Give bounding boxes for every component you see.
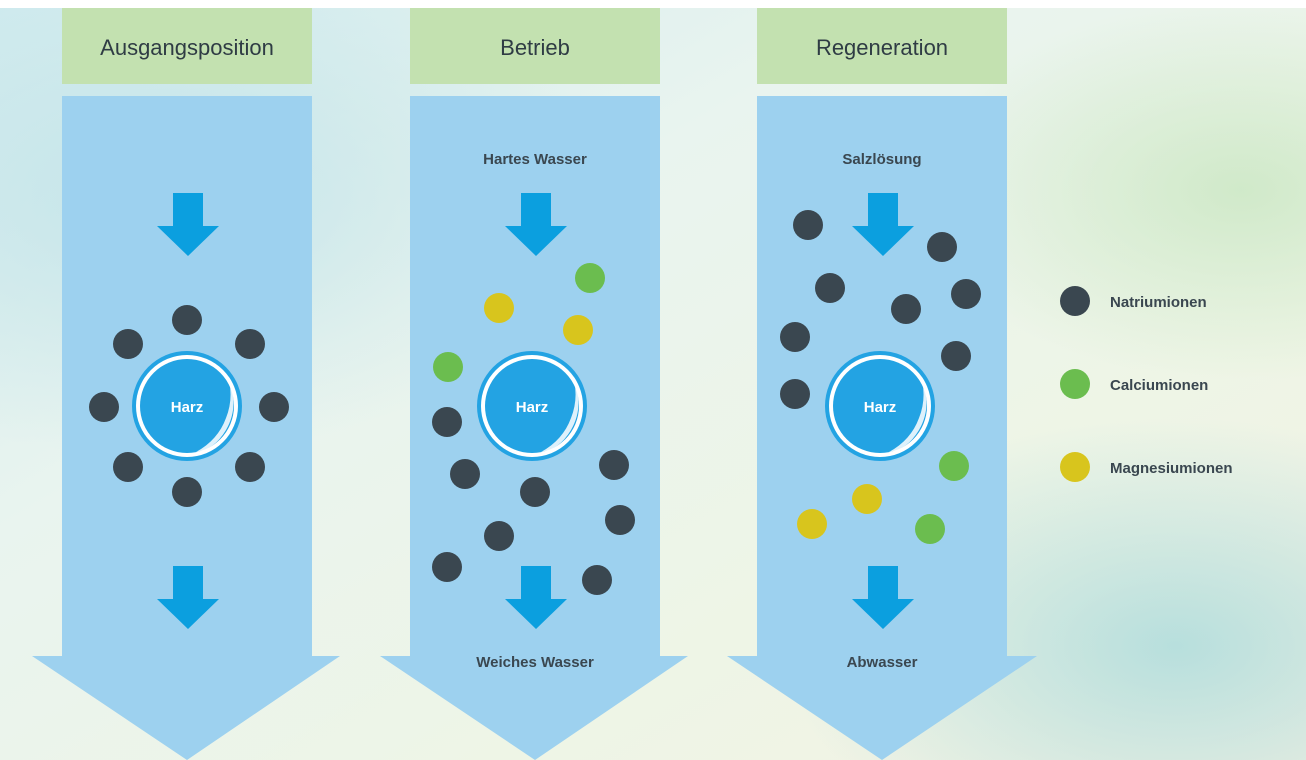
resin-highlight: [541, 376, 579, 452]
column-regeneration: Regeneration Salzlösung Abwasser Harz: [727, 8, 1037, 760]
natrium-ion: [235, 452, 265, 482]
natrium-ion: [89, 392, 119, 422]
magnesium-ion: [484, 293, 514, 323]
legend-label: Natriumionen: [1110, 294, 1207, 311]
input-label: Salzlösung: [842, 151, 921, 168]
arrow-down-icon: [505, 566, 567, 629]
resin-bead: Harz: [825, 351, 935, 461]
natrium-ion: [113, 329, 143, 359]
output-label: Abwasser: [847, 654, 918, 671]
natrium-ion: [599, 450, 629, 480]
column-betrieb: Betrieb Hartes Wasser Weiches Wasser Har…: [380, 8, 688, 760]
legend-item-natrium: Natriumionen: [1060, 286, 1207, 316]
arrow-down-icon: [852, 193, 914, 256]
column-header-bg: [410, 8, 660, 84]
resin-label: Harz: [516, 399, 549, 416]
calcium-swatch: [1060, 369, 1090, 399]
natrium-ion: [432, 407, 462, 437]
natrium-ion: [941, 341, 971, 371]
input-label: Hartes Wasser: [483, 151, 587, 168]
column-header-bg: [62, 8, 312, 84]
legend-label: Calciumionen: [1110, 377, 1208, 394]
arrow-down-icon: [157, 193, 219, 256]
natrium-ion: [951, 279, 981, 309]
resin-highlight: [196, 376, 234, 452]
magnesium-ion: [797, 509, 827, 539]
calcium-ion: [575, 263, 605, 293]
resin-core: [833, 359, 927, 453]
natrium-ion: [793, 210, 823, 240]
natrium-ion: [520, 477, 550, 507]
arrow-down-icon: [157, 566, 219, 629]
top-border: [0, 0, 1306, 8]
natrium-ion: [113, 452, 143, 482]
magnesium-ion: [852, 484, 882, 514]
natrium-ion: [450, 459, 480, 489]
natrium-ion: [259, 392, 289, 422]
arrow-down-icon: [852, 566, 914, 629]
natrium-ion: [891, 294, 921, 324]
column-ausgangsposition: Ausgangsposition Harz: [32, 8, 340, 760]
legend-item-magnesium: Magnesiumionen: [1060, 452, 1233, 482]
natrium-ion: [927, 232, 957, 262]
resin-bead: Harz: [132, 351, 242, 461]
legend: Natriumionen Calciumionen Magnesiumionen: [1060, 286, 1233, 482]
natrium-ion: [780, 379, 810, 409]
natrium-ion: [235, 329, 265, 359]
natrium-swatch: [1060, 286, 1090, 316]
natrium-ion: [172, 305, 202, 335]
calcium-ion: [939, 451, 969, 481]
column-header-label: Ausgangsposition: [100, 35, 274, 60]
resin-label: Harz: [171, 399, 204, 416]
natrium-ion: [815, 273, 845, 303]
legend-item-calcium: Calciumionen: [1060, 369, 1208, 399]
magnesium-ion: [563, 315, 593, 345]
calcium-ion: [433, 352, 463, 382]
natrium-ion: [484, 521, 514, 551]
output-label: Weiches Wasser: [476, 654, 594, 671]
column-header-label: Betrieb: [500, 35, 570, 60]
magnesium-swatch: [1060, 452, 1090, 482]
calcium-ion: [915, 514, 945, 544]
resin-highlight: [889, 376, 927, 452]
resin-bead: Harz: [477, 351, 587, 461]
natrium-ion: [582, 565, 612, 595]
resin-core: [485, 359, 579, 453]
natrium-ion: [432, 552, 462, 582]
resin-core: [140, 359, 234, 453]
legend-label: Magnesiumionen: [1110, 460, 1233, 477]
column-header-bg: [757, 8, 1007, 84]
resin-label: Harz: [864, 399, 897, 416]
natrium-ion: [605, 505, 635, 535]
column-header-label: Regeneration: [816, 35, 948, 60]
arrow-down-icon: [505, 193, 567, 256]
natrium-ion: [172, 477, 202, 507]
natrium-ion: [780, 322, 810, 352]
